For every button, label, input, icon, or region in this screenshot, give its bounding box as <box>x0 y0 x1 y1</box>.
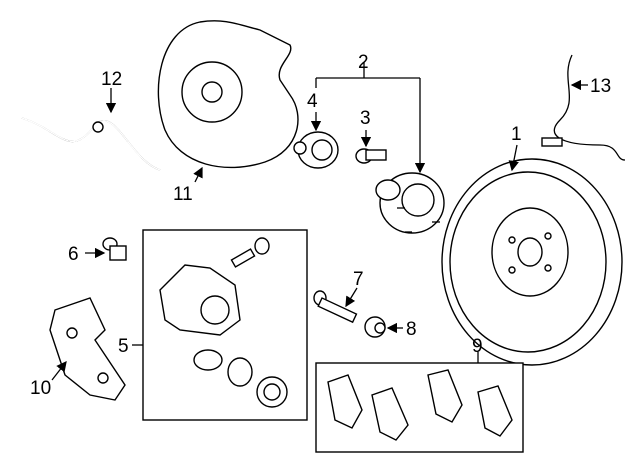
callout-10: 10 <box>30 378 51 399</box>
guide-pin-part[interactable] <box>313 290 358 324</box>
callout-7: 7 <box>353 269 364 290</box>
boot-part[interactable] <box>364 316 386 338</box>
leader-lines <box>51 62 588 381</box>
caliper-part[interactable] <box>159 237 288 408</box>
abs-sensor-part[interactable] <box>541 54 626 161</box>
callout-4: 4 <box>307 91 318 112</box>
callout-3: 3 <box>360 108 371 129</box>
callout-11: 11 <box>173 184 193 205</box>
callout-8: 8 <box>406 319 417 340</box>
rotor-part[interactable] <box>441 158 623 366</box>
brake-pads-part[interactable] <box>327 369 513 441</box>
callout-6: 6 <box>68 244 79 265</box>
bearing-part[interactable] <box>293 131 339 169</box>
brake-hose-part[interactable] <box>21 117 161 171</box>
callout-5: 5 <box>118 336 129 357</box>
hub-bolt-part[interactable] <box>355 148 387 164</box>
callout-12: 12 <box>101 69 122 90</box>
splash-shield-part[interactable] <box>157 20 299 169</box>
caliper-support-part[interactable] <box>49 297 126 401</box>
callout-13: 13 <box>590 76 611 97</box>
hub-part[interactable] <box>375 172 445 234</box>
callout-9: 9 <box>472 336 483 357</box>
callout-1: 1 <box>511 124 522 145</box>
callout-2: 2 <box>358 52 369 73</box>
bleeder-screw-part[interactable] <box>102 237 127 261</box>
